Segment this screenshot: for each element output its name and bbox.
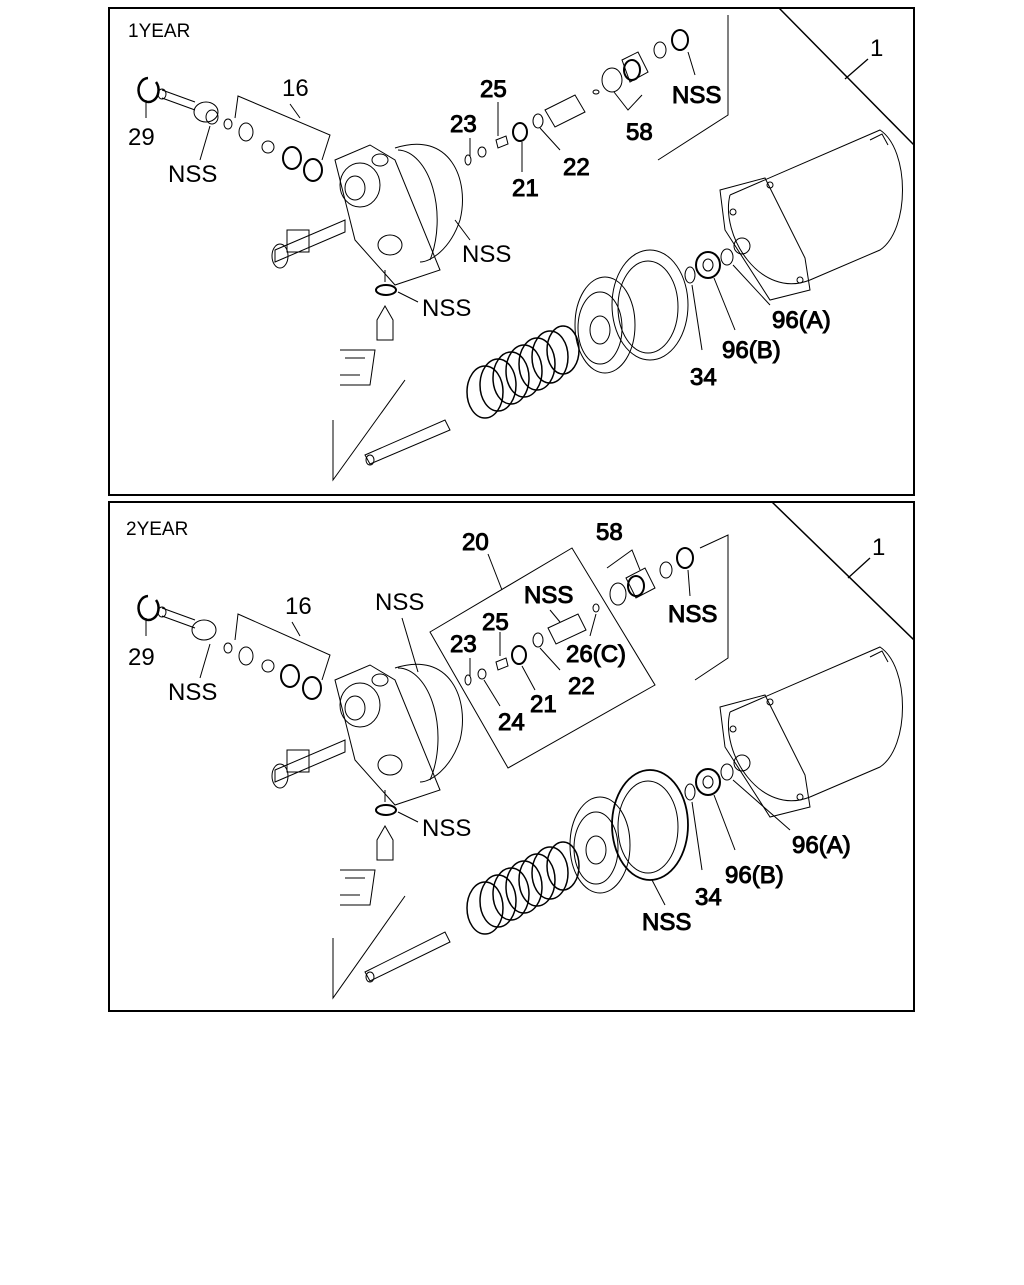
panel-2year: 2YEAR 1 29 NSS 16 — [108, 501, 915, 1012]
fitting-part: NSS — [340, 790, 471, 906]
part-label-26c: 26(C) — [566, 641, 626, 668]
part-label-16: 16 — [285, 593, 312, 620]
nss-label-pin: NSS — [168, 161, 217, 188]
nss-label-housing: NSS — [462, 241, 511, 268]
piston — [574, 249, 689, 374]
part-label-23: 23 — [450, 631, 477, 658]
nss-label-seal: NSS — [642, 909, 691, 936]
pin-part: NSS — [157, 606, 217, 706]
valve-body: NSS — [271, 143, 511, 286]
return-spring — [466, 325, 580, 419]
fitting-part: NSS — [340, 270, 471, 386]
nss-label-top: NSS — [672, 82, 721, 109]
part-label-1: 1 — [872, 534, 885, 561]
return-spring — [466, 841, 580, 935]
rings-group: 34 96(B) 96(A) — [684, 248, 831, 392]
assembly-outline — [771, 501, 915, 1011]
push-rod — [332, 379, 451, 482]
assembly-outline — [778, 7, 915, 495]
top-valve-parts: NSS 58 22 21 25 23 — [450, 15, 729, 203]
push-rod — [332, 895, 451, 1000]
part-label-96b: 96(B) — [725, 862, 784, 889]
nss-label-fitting: NSS — [422, 295, 471, 322]
part-label-34: 34 — [695, 884, 722, 911]
part-label-58: 58 — [596, 519, 623, 546]
part-label-58: 58 — [626, 119, 653, 146]
cylinder-housing — [719, 646, 903, 818]
nss-label-top: NSS — [668, 601, 717, 628]
rings-group: 34 96(B) 96(A) — [684, 763, 851, 912]
panel-year-label: 2YEAR — [126, 519, 188, 540]
part-label-21: 21 — [530, 691, 557, 718]
part-label-29: 29 — [128, 124, 155, 151]
part-label-23: 23 — [450, 111, 477, 138]
part-label-20: 20 — [462, 529, 489, 556]
nss-label-valve: NSS — [524, 582, 573, 609]
nss-label-fitting: NSS — [422, 815, 471, 842]
part-label-22: 22 — [563, 154, 590, 181]
part-label-22: 22 — [568, 673, 595, 700]
part-label-24: 24 — [498, 709, 525, 736]
panel-frame — [108, 501, 915, 1012]
nss-label-housing: NSS — [375, 589, 424, 616]
part-label-25: 25 — [480, 76, 507, 103]
nss-label-pin: NSS — [168, 679, 217, 706]
part-label-1: 1 — [870, 35, 883, 62]
panel-year-label: 1YEAR — [128, 21, 190, 42]
valve-body: NSS — [271, 589, 463, 806]
panel-1year: 1YEAR 1 29 NSS 16 — [108, 7, 915, 496]
part-label-21: 21 — [512, 175, 539, 202]
part-label-29: 29 — [128, 644, 155, 671]
top-valve-parts: NSS 58 — [596, 519, 729, 681]
part-label-96a: 96(A) — [772, 307, 831, 334]
panel-frame — [108, 7, 915, 496]
part-label-96b: 96(B) — [722, 337, 781, 364]
piston: NSS — [569, 769, 692, 937]
part-label-16: 16 — [282, 75, 309, 102]
snap-ring-29: 29 — [128, 594, 160, 671]
kit-16: 16 — [223, 593, 331, 700]
kit-16: 16 — [223, 75, 331, 182]
cylinder-housing — [719, 129, 903, 301]
part-label-96a: 96(A) — [792, 832, 851, 859]
snap-ring-29: 29 — [128, 76, 160, 151]
part-label-34: 34 — [690, 364, 717, 391]
part-label-25: 25 — [482, 609, 509, 636]
pin-part: NSS — [157, 88, 219, 188]
kit-20: 20 NSS 26(C) 22 21 25 24 23 — [429, 529, 656, 769]
